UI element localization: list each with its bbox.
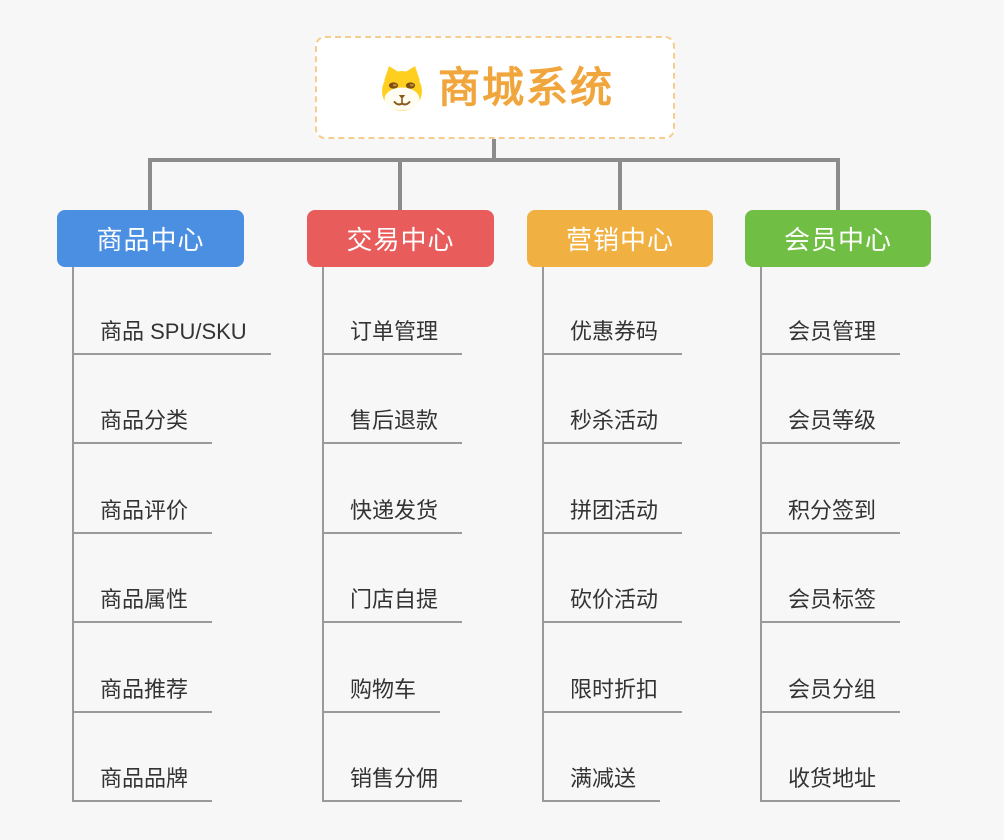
connector-column-product-center [72,267,74,802]
node-item[interactable]: 商品 SPU/SKU [72,319,271,355]
branch-header-product-center[interactable]: 商品中心 [57,210,244,267]
node-item[interactable]: 会员等级 [760,408,901,444]
node-item[interactable]: 商品属性 [72,587,213,623]
node-item[interactable]: 满减送 [542,766,661,802]
connector-drop-trade-center [398,158,402,210]
node-item[interactable]: 订单管理 [322,319,463,355]
node-item[interactable]: 销售分佣 [322,766,463,802]
node-item[interactable]: 商品推荐 [72,677,213,713]
node-item[interactable]: 门店自提 [322,587,463,623]
connector-column-trade-center [322,267,324,802]
node-item[interactable]: 会员标签 [760,587,901,623]
root-node[interactable]: 商城系统 [315,36,675,139]
branch-header-marketing-center[interactable]: 营销中心 [527,210,713,267]
node-item[interactable]: 快递发货 [322,498,463,534]
node-item[interactable]: 购物车 [322,677,441,713]
node-item[interactable]: 优惠券码 [542,319,683,355]
node-item[interactable]: 商品品牌 [72,766,213,802]
connector-root-stem [492,139,496,160]
connector-drop-marketing-center [618,158,622,210]
node-item[interactable]: 收货地址 [760,766,901,802]
node-item[interactable]: 积分签到 [760,498,901,534]
connector-column-marketing-center [542,267,544,802]
connector-drop-member-center [836,158,840,210]
node-item[interactable]: 拼团活动 [542,498,683,534]
branch-header-member-center[interactable]: 会员中心 [745,210,931,267]
node-item[interactable]: 商品分类 [72,408,213,444]
branch-header-trade-center[interactable]: 交易中心 [307,210,494,267]
connector-column-member-center [760,267,762,802]
node-item[interactable]: 会员管理 [760,319,901,355]
root-title: 商城系统 [437,63,614,111]
connector-drop-product-center [148,158,152,210]
node-item[interactable]: 秒杀活动 [542,408,683,444]
node-item[interactable]: 商品评价 [72,498,213,534]
node-item[interactable]: 砍价活动 [542,587,683,623]
shiba-dog-icon [376,62,428,114]
connector-horizontal-bus [148,158,840,162]
node-item[interactable]: 限时折扣 [542,677,683,713]
node-item[interactable]: 会员分组 [760,677,901,713]
node-item[interactable]: 售后退款 [322,408,463,444]
